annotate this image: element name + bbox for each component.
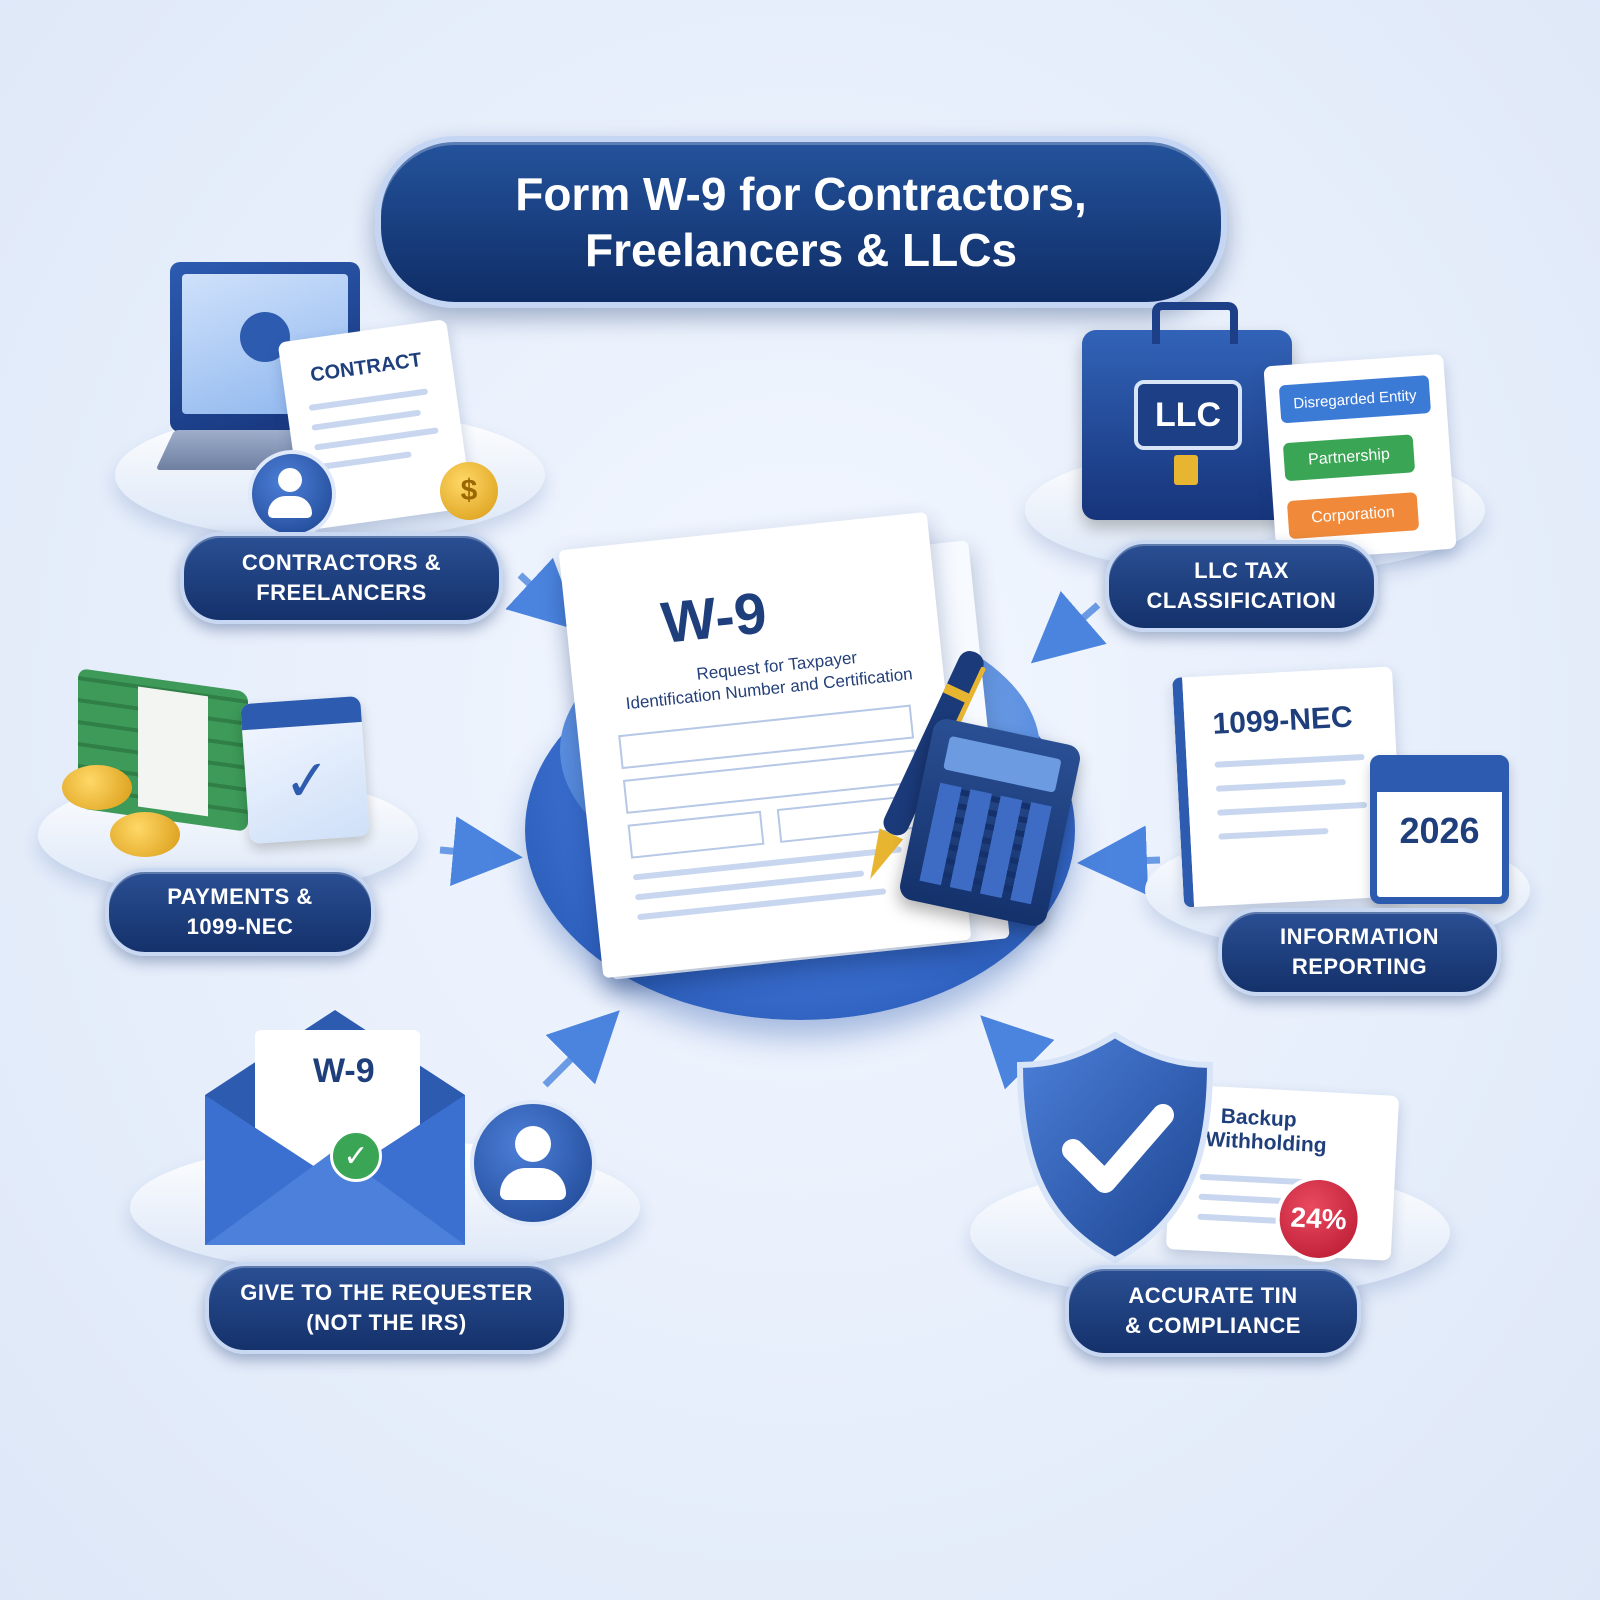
arrow-llc bbox=[1030, 591, 1107, 664]
label-llc: LLC TAX CLASSIFICATION bbox=[1105, 540, 1378, 632]
contract-label: CONTRACT bbox=[308, 348, 424, 387]
label-llc-line-1: LLC TAX bbox=[1194, 558, 1289, 584]
label-reporting: INFORMATION REPORTING bbox=[1218, 908, 1501, 996]
label-llc-line-2: CLASSIFICATION bbox=[1146, 588, 1337, 613]
calendar-check-icon: ✓ bbox=[240, 695, 370, 845]
shield-check-icon bbox=[1016, 1031, 1214, 1264]
coin-icon bbox=[110, 812, 180, 857]
label-requester: GIVE TO THE REQUESTER (NOT THE IRS) bbox=[205, 1262, 568, 1354]
label-compliance: ACCURATE TIN & COMPLIANCE bbox=[1065, 1265, 1361, 1357]
coin-icon bbox=[62, 765, 132, 810]
classification-card: Disregarded Entity Partnership Corporati… bbox=[1263, 353, 1457, 562]
form-field bbox=[627, 810, 765, 859]
calendar-year: 2026 bbox=[1399, 810, 1480, 851]
label-payments: PAYMENTS & 1099-NEC bbox=[105, 868, 375, 956]
tag-partnership: Partnership bbox=[1282, 434, 1416, 482]
user-avatar-icon bbox=[248, 450, 336, 538]
requester-avatar-icon bbox=[470, 1100, 596, 1226]
label-compliance-line-1: ACCURATE TIN bbox=[1128, 1283, 1298, 1309]
withholding-label: Withholding bbox=[1205, 1127, 1328, 1158]
label-payments-line-1: PAYMENTS & bbox=[167, 884, 313, 910]
label-reporting-line-1: INFORMATION bbox=[1279, 924, 1440, 950]
envelope-icon: W-9 ✓ bbox=[195, 1000, 475, 1250]
arrow-reporting bbox=[1077, 825, 1161, 896]
title-line-2: Freelancers & LLCs bbox=[584, 224, 1018, 276]
label-contractors-line-1: CONTRACTORS & bbox=[241, 550, 442, 576]
label-requester-line-2: (NOT THE IRS) bbox=[306, 1310, 467, 1335]
title-line-1: Form W-9 for Contractors, bbox=[515, 167, 1087, 220]
arrow-requester bbox=[542, 1010, 620, 1088]
arrow-contractors bbox=[505, 557, 581, 632]
w9-form-title: W-9 bbox=[658, 580, 770, 656]
envelope-w9-label: W-9 bbox=[313, 1052, 375, 1090]
label-reporting-line-2: REPORTING bbox=[1291, 954, 1428, 979]
label-compliance-line-2: & COMPLIANCE bbox=[1125, 1313, 1301, 1338]
form-1099-label: 1099-NEC bbox=[1211, 700, 1354, 741]
briefcase-icon: LLC bbox=[1082, 302, 1292, 520]
label-contractors-line-2: FREELANCERS bbox=[256, 580, 427, 605]
tag-corporation: Corporation bbox=[1286, 492, 1420, 540]
check-icon: ✓ bbox=[330, 1130, 382, 1182]
title-banner: Form W-9 for Contractors, Freelancers & … bbox=[375, 136, 1227, 308]
llc-badge: LLC bbox=[1134, 380, 1242, 450]
arrow-payments bbox=[439, 816, 523, 887]
coin-icon: $ bbox=[440, 462, 498, 520]
label-contractors: CONTRACTORS & FREELANCERS bbox=[180, 532, 503, 624]
label-payments-line-2: 1099-NEC bbox=[186, 914, 294, 939]
calendar-icon: 2026 bbox=[1370, 755, 1509, 904]
tag-disregarded-entity: Disregarded Entity bbox=[1278, 375, 1432, 424]
label-requester-line-1: GIVE TO THE REQUESTER bbox=[240, 1280, 533, 1306]
rate-badge: 24% bbox=[1273, 1173, 1364, 1265]
